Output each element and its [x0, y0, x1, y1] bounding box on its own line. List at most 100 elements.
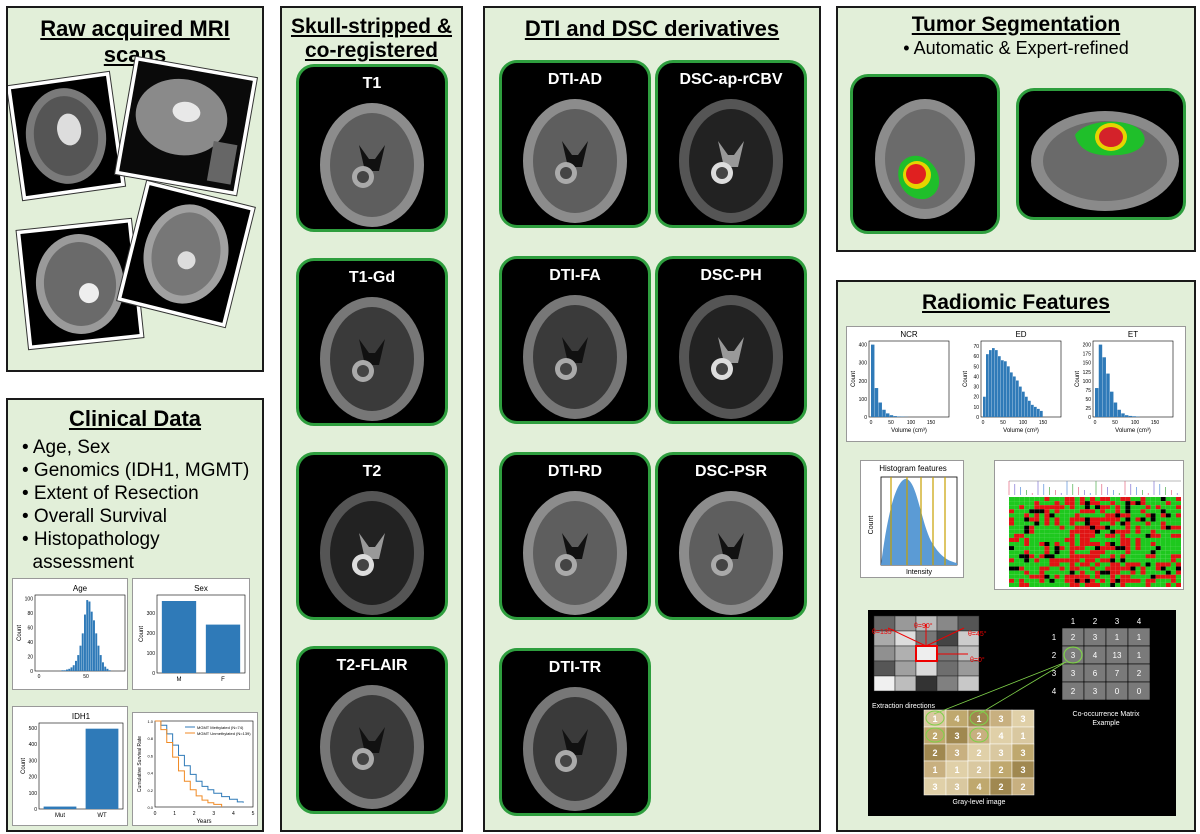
gray-value: 1 [954, 765, 959, 775]
gray-value: 3 [998, 748, 1003, 758]
heatmap-cell [1155, 501, 1161, 506]
heatmap-cell [1029, 566, 1035, 571]
heatmap-cell [1150, 529, 1156, 534]
heatmap-cell [1034, 505, 1040, 510]
heatmap-cell [1059, 517, 1065, 522]
heatmap-cell [1115, 525, 1121, 530]
heatmap-cell [1049, 513, 1055, 518]
heatmap-cell [1079, 562, 1085, 567]
chart-title: ET [1128, 330, 1138, 339]
heatmap-cell [1140, 521, 1146, 526]
heatmap-cell [1135, 497, 1141, 502]
heatmap-cell [1089, 509, 1095, 514]
heatmap-cell [1009, 509, 1015, 514]
heatmap-cell [1165, 562, 1171, 567]
heatmap-cell [1160, 533, 1166, 538]
cooc-value: 3 [1071, 669, 1076, 678]
heatmap-cell [1009, 550, 1015, 555]
heatmap-cell [1009, 521, 1015, 526]
bar [161, 601, 197, 673]
heatmap-cell [1034, 554, 1040, 559]
cooc-col-header: 4 [1137, 617, 1142, 626]
heatmap-cell [1145, 558, 1151, 563]
gray-value: 1 [976, 714, 981, 724]
heatmap-cell [1100, 529, 1106, 534]
heatmap-cell [1009, 558, 1015, 563]
heatmap-cell [1110, 517, 1116, 522]
neighborhood-cell [936, 615, 959, 632]
heatmap-cell [1009, 525, 1015, 530]
heatmap-cell [1120, 566, 1126, 571]
angle-label: θ=0° [970, 656, 985, 664]
mri-tile-dti-ad: DTI-AD [499, 60, 651, 228]
heatmap-cell [1105, 542, 1111, 547]
heatmap-cell [1100, 509, 1106, 514]
heatmap-cell [1014, 525, 1020, 530]
heatmap-cell [1069, 550, 1075, 555]
heatmap-cell [1115, 558, 1121, 563]
heatmap-cell [1160, 521, 1166, 526]
category-label: Mut [55, 813, 65, 819]
hist-bar [1125, 415, 1129, 417]
heatmap-cell [1110, 525, 1116, 530]
heatmap-cell [1074, 562, 1080, 567]
heatmap-cell [1049, 550, 1055, 555]
heatmap-cell [1044, 578, 1050, 583]
mri-tile-t1-gd: T1-Gd [296, 258, 448, 426]
gray-value: 2 [976, 765, 981, 775]
heatmap-cell [1150, 578, 1156, 583]
heatmap-cell [1054, 578, 1060, 583]
heatmap-cell [1039, 517, 1045, 522]
y-tick-label: 100 [29, 791, 38, 797]
heatmap-cell [1064, 521, 1070, 526]
mri-tile-dsc-psr: DSC-PSR [655, 452, 807, 620]
hist-bar [986, 354, 989, 417]
heatmap-cell [1140, 562, 1146, 567]
heatmap-cell [1095, 497, 1101, 502]
heatmap-cell [1034, 546, 1040, 551]
heatmap-cell [1160, 529, 1166, 534]
heatmap-cell [1069, 578, 1075, 583]
heatmap-cell [1064, 505, 1070, 510]
y-tick-label: 25 [1085, 406, 1091, 412]
gray-value: 1 [932, 714, 937, 724]
category-label: F [221, 677, 225, 683]
heatmap-cell [1024, 501, 1030, 506]
heatmap-cell [1079, 546, 1085, 551]
heatmap-cell [1165, 558, 1171, 563]
heatmap-cell [1034, 521, 1040, 526]
heatmap-cell [1110, 513, 1116, 518]
heatmap-cell [1100, 513, 1106, 518]
heatmap-cell [1095, 517, 1101, 522]
heatmap-cell [1130, 546, 1136, 551]
bar [85, 728, 119, 809]
heatmap-cell [1089, 546, 1095, 551]
heatmap-cell [1039, 542, 1045, 547]
heatmap-cell [1054, 554, 1060, 559]
heatmap-cell [1044, 570, 1050, 575]
skull-title-line1: Skull-stripped & [290, 15, 453, 38]
heatmap-cell [1039, 525, 1045, 530]
heatmap-cell [1019, 517, 1025, 522]
cooc-value: 0 [1115, 687, 1120, 696]
heatmap-cell [1064, 529, 1070, 534]
heatmap-cell [1084, 521, 1090, 526]
heatmap-cell [1095, 550, 1101, 555]
heatmap-cell [1120, 542, 1126, 547]
x-tick-label: 150 [927, 420, 936, 426]
angle-label: θ=135° [872, 628, 895, 636]
raw-mri-title: Raw acquired MRI scans [40, 16, 230, 67]
heatmap-cell [1155, 574, 1161, 579]
heatmap-cell [1054, 501, 1060, 506]
heatmap-cell [1115, 501, 1121, 506]
heatmap-cell [1110, 558, 1116, 563]
heatmap-cell [1150, 509, 1156, 514]
heatmap-cell [1029, 558, 1035, 563]
heatmap-cell [1034, 537, 1040, 542]
heatmap-cell [1150, 513, 1156, 518]
chart-title: IDH1 [72, 712, 91, 721]
heatmap-cell [1140, 570, 1146, 575]
y-tick-label: 40 [973, 374, 979, 380]
hist-bar [995, 350, 998, 417]
heatmap-cell [1084, 554, 1090, 559]
